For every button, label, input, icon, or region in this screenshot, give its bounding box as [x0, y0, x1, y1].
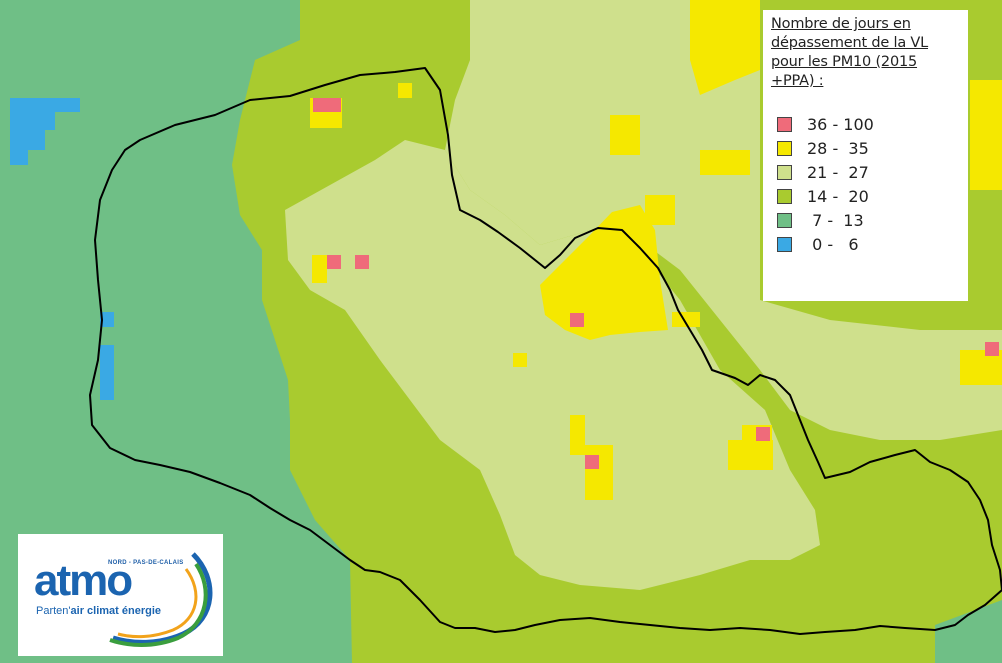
legend-row: 36 - 100 — [771, 112, 962, 136]
atmo-logo: NORD - PAS-DE-CALAIS atmo Parten'air cli… — [18, 534, 223, 656]
legend-range: 28 - 35 — [807, 138, 869, 158]
legend-panel: Nombre de jours en dépassement de la VL … — [763, 10, 968, 301]
legend-range: 7 - 13 — [807, 210, 864, 230]
zone-7-13-southeast — [935, 600, 1002, 663]
zone-21-27-central — [285, 140, 820, 590]
zone-36-100-east — [756, 427, 770, 441]
legend-range: 0 - 6 — [807, 234, 859, 254]
legend-swatch — [777, 116, 792, 132]
zone-28-35-c2 — [645, 195, 675, 225]
zone-0-6-sea — [10, 98, 80, 165]
zone-28-35-ne-2 — [610, 115, 640, 155]
legend-row: 21 - 27 — [771, 160, 962, 184]
legend-swatch — [777, 188, 792, 204]
zone-28-35-central — [540, 205, 668, 340]
zone-21-27-northeast — [445, 0, 1002, 440]
zone-0-6-coast-1 — [100, 312, 114, 327]
legend-range: 21 - 27 — [807, 162, 869, 182]
legend-row: 7 - 13 — [771, 208, 962, 232]
zone-28-35-ne-3 — [700, 150, 750, 175]
region-boundary — [89, 67, 1002, 635]
zone-36-100-north — [313, 98, 341, 112]
zone-28-35-c4 — [513, 353, 527, 367]
zone-28-35-south — [570, 415, 585, 455]
logo-swoosh-icon — [109, 552, 213, 647]
legend-title: Nombre de jours en dépassement de la VL … — [771, 16, 929, 89]
zone-0-6-coast-2 — [100, 345, 114, 400]
legend-swatch — [777, 236, 792, 252]
zone-36-100-central — [570, 313, 584, 327]
legend-row: 28 - 35 — [771, 136, 962, 160]
zone-28-35-northeast — [690, 0, 760, 95]
logo-region: NORD - PAS-DE-CALAIS — [108, 560, 184, 566]
zone-36-100-inland-2 — [355, 255, 369, 269]
legend-swatch — [777, 164, 792, 180]
zone-28-35-c3 — [672, 312, 700, 327]
legend-row: 14 - 20 — [771, 184, 962, 208]
legend-swatch — [777, 140, 792, 156]
legend-row: 0 - 6 — [771, 232, 962, 256]
zone-28-35-inland — [312, 255, 327, 283]
zone-36-100-far-east — [985, 342, 999, 356]
legend-range: 14 - 20 — [807, 186, 869, 206]
zone-36-100-inland-1 — [327, 255, 341, 269]
logo-tagline: Parten'air climat énergie — [36, 605, 161, 617]
legend-range: 36 - 100 — [807, 114, 874, 134]
logo-word: atmo — [34, 556, 133, 605]
legend-swatch — [777, 212, 792, 228]
zone-7-13-west — [0, 0, 352, 663]
zone-28-35-east — [728, 440, 773, 470]
zone-28-35-south-2 — [585, 445, 613, 500]
logo-tagline-prefix: Parten' — [36, 605, 71, 617]
zone-36-100-south — [585, 455, 599, 469]
logo-tagline-main: air climat énergie — [70, 605, 162, 617]
legend-list: 36 - 100 28 - 35 21 - 27 14 - 20 7 - 13 — [771, 112, 962, 256]
zone-28-35-north-2 — [398, 83, 412, 98]
zone-28-35-right-edge — [970, 80, 1002, 190]
